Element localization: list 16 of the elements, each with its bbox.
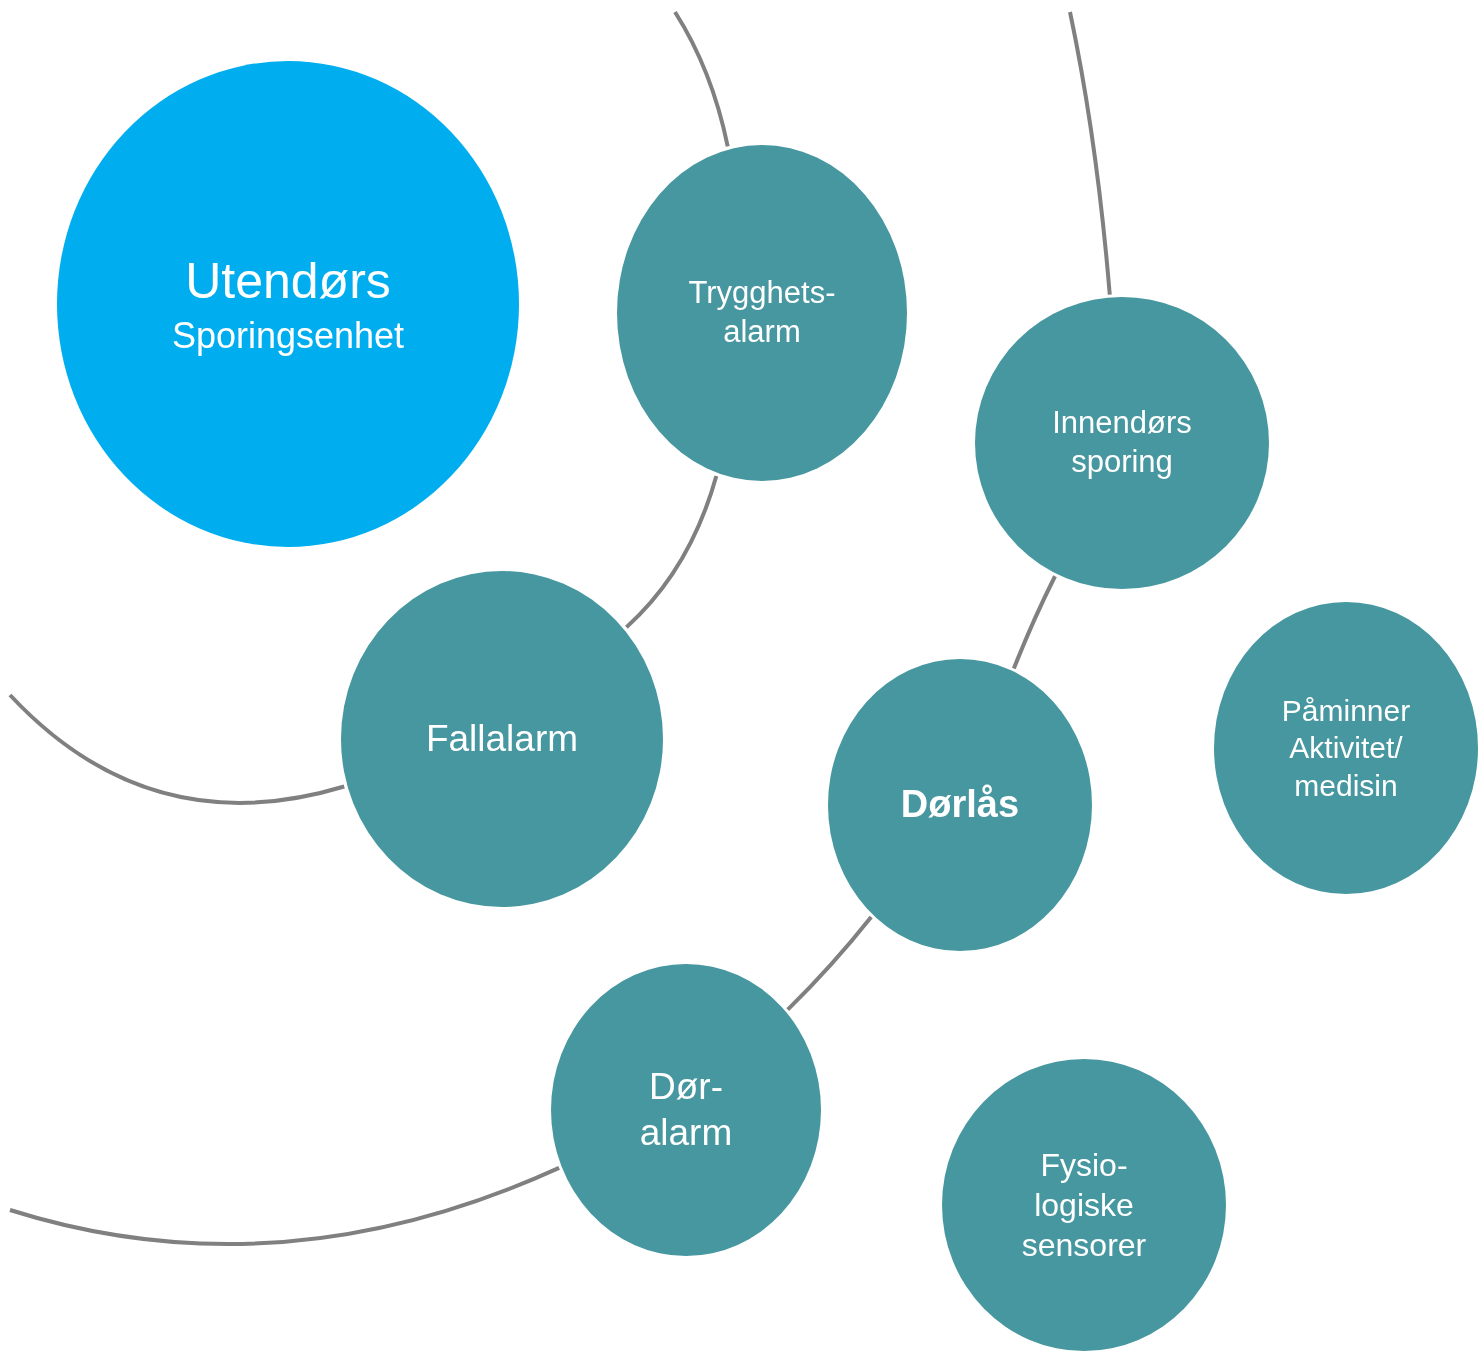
connector-line <box>1068 11 1112 295</box>
node-label: Innendørs sporing <box>1051 404 1193 481</box>
node-label: Fallalarm <box>425 716 579 761</box>
node-label: Utendørs <box>185 252 391 312</box>
connector-line <box>673 10 730 147</box>
node-label: Påminner Aktivitet/ medisin <box>1280 692 1412 804</box>
connector-line <box>9 1165 560 1246</box>
node-sublabel: Sporingsenhet <box>171 313 405 358</box>
connector-line <box>786 915 873 1012</box>
node-label: Trygghets- alarm <box>687 274 837 351</box>
connector-line <box>1012 575 1057 670</box>
connector-line <box>8 693 345 805</box>
node-label: Fysio- logiske sensorer <box>1020 1146 1148 1265</box>
node-label: Dør- alarm <box>638 1064 734 1155</box>
connector-line <box>625 475 719 629</box>
node-label: Dørlås <box>900 782 1020 828</box>
